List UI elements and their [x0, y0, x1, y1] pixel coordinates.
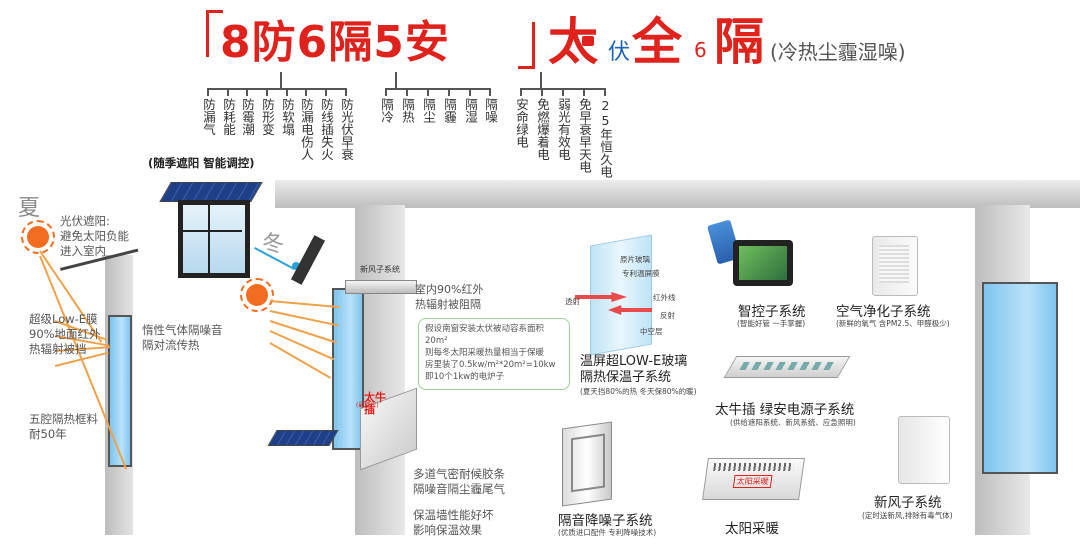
wall-note: 保温墙性能好坏影响保温效果	[413, 508, 494, 537]
subsystem-fresh-note: (定时送新风,排除有毒气体)	[862, 511, 953, 520]
logo-dot-icon	[582, 36, 594, 46]
inert-gas-note: 惰性气体隔噪音隔对流传热	[142, 323, 223, 352]
plug-label: 太牛插	[364, 391, 386, 416]
plug-small-label: (最佳位)	[356, 402, 379, 409]
tree-item-fang-4: 防形变	[260, 98, 275, 136]
tree-item-ge-3: 隔尘	[421, 98, 436, 123]
tree-item-fang-6: 防漏电伤人	[299, 98, 314, 161]
frame-note: 五腔隔热框料耐50年	[29, 412, 98, 441]
tree-item-an-2: 免燃爆着电	[535, 98, 550, 161]
tree-line	[280, 72, 282, 88]
glass-label-ir: 红外线	[653, 293, 676, 302]
subsystem-fresh-title: 新风子系统	[874, 495, 942, 511]
glass-label-cavity: 中空层	[640, 327, 663, 336]
tree-item-ge-1: 隔冷	[379, 98, 394, 123]
air-purifier-icon	[872, 236, 918, 296]
subsystem-plug-note: (供给遮阳系统、新风系统、应急照明)	[730, 418, 856, 427]
winter-label: 冬	[262, 232, 285, 257]
pv-strip-icon	[267, 430, 339, 446]
fresh-air-unit-icon	[345, 280, 417, 294]
indoor-ir-note: 室内90%红外热辐射被阻隔	[415, 283, 484, 311]
glass-label-transmit: 透射	[565, 297, 580, 306]
tree-item-fang-7: 防线插失火	[319, 98, 334, 161]
tree-item-ge-2: 隔热	[400, 98, 415, 123]
subsystem-air-note: (新鲜的氧气 含PM2.5、甲醛极少)	[836, 319, 950, 328]
headline-part1: 8防6隔5安	[220, 17, 450, 68]
headline-ge: 隔	[714, 13, 765, 71]
pv-caption: (随季遮阳 智能调控)	[148, 156, 255, 170]
tree-line	[395, 72, 397, 88]
tree-item-an-1: 安命绿电	[514, 98, 529, 148]
left-bracket	[206, 10, 223, 57]
subsystem-noise-title: 隔音降噪子系统	[558, 513, 653, 529]
subsystem-control-title: 智控子系统	[738, 304, 806, 320]
fresh-air-unit-label: 新风子系统	[360, 265, 400, 274]
tree-item-ge-5: 隔湿	[463, 98, 478, 123]
control-panel-icon	[733, 240, 793, 286]
solar-panel-icon	[159, 182, 263, 202]
glass-label-film: 专利温屏膜	[622, 269, 660, 278]
ceiling-beam	[275, 180, 1080, 208]
tree-line	[207, 88, 345, 90]
subsystem-air-title: 空气净化子系统	[836, 304, 931, 320]
headline-fu: 伏	[608, 40, 631, 65]
tree-item-an-4: 免早衰早天电	[577, 98, 592, 173]
sun-icon	[21, 220, 55, 254]
glass-label-reflect: 反射	[660, 311, 675, 320]
arrow-right-icon	[575, 292, 627, 302]
seals-note: 多道气密耐候胶条隔噪音隔尘霾尾气	[413, 467, 505, 496]
ray-line	[269, 300, 340, 309]
tree-item-ge-6: 隔噪	[483, 98, 498, 123]
tree-item-ge-4: 隔霾	[442, 98, 457, 123]
headline-six: 6	[694, 38, 707, 62]
subsystem-heating-title: 太阳采暖	[725, 521, 779, 537]
tree-item-fang-8: 防光伏早衰	[339, 98, 354, 161]
tree-item-fang-3: 防霉潮	[240, 98, 255, 136]
main-window-glass	[332, 288, 364, 450]
subsystem-noise-note: (优质进口配件 专利降噪技术)	[558, 528, 657, 537]
ray-line	[269, 342, 332, 379]
headline-part3: (冷热尘霾湿噪)	[770, 40, 906, 64]
ray-line	[269, 330, 335, 361]
tree-item-an-5: 25年恒久电	[598, 98, 613, 178]
headline-quan: 全	[632, 13, 683, 71]
right-bracket	[518, 22, 535, 69]
tree-item-fang-2: 防耗能	[221, 98, 236, 136]
tree-item-fang-5: 防软塌	[280, 98, 295, 136]
tree-line	[540, 72, 542, 88]
subsystem-plug-title: 太牛插 绿安电源子系统	[715, 402, 855, 418]
tree-line	[385, 88, 490, 90]
glass-label-raw: 原片玻璃	[620, 255, 650, 264]
headline: 8防6隔5安 太 伏 全 6 隔 (冷热尘霾湿噪)	[200, 2, 1080, 74]
tree-item-an-3: 弱光有效电	[556, 98, 571, 161]
subsystem-control-note: (智能好管 一手掌握)	[737, 319, 806, 328]
tree-item-fang-1: 防漏气	[201, 98, 216, 136]
window-profile-icon	[562, 421, 612, 507]
pv-shade-note: 光伏遮阳:避免太阳负能进入室内	[60, 214, 129, 258]
subsystem-glass-title: 温屏超LOW-E玻璃隔热保温子系统	[580, 354, 688, 385]
heater-badge: 太阳采暖	[732, 475, 773, 488]
solar-heater-icon: 太阳采暖	[702, 458, 805, 500]
left-glass-pane	[108, 315, 132, 467]
right-glass-pane	[982, 282, 1058, 474]
subsystem-glass-note: (夏天挡80%的热 冬天保80%的暖)	[580, 387, 697, 396]
summer-label: 夏	[18, 196, 41, 221]
power-strip-icon	[723, 356, 851, 378]
winter-pv-panel-icon	[290, 235, 326, 285]
sun-icon	[240, 278, 274, 312]
window-icon	[178, 200, 250, 278]
arrow-left-icon	[608, 305, 652, 315]
fresh-air-device-icon	[898, 416, 950, 484]
